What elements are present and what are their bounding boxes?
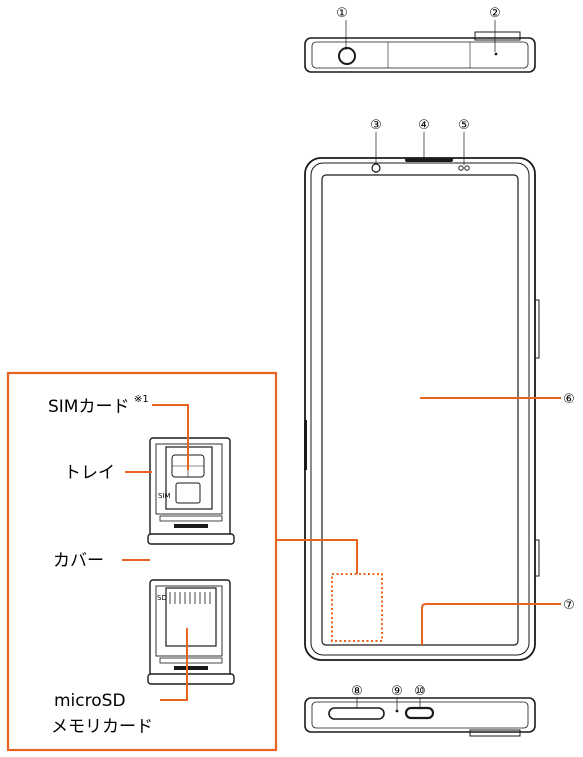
- label-tray: トレイ: [64, 463, 115, 483]
- callout-3: ③: [370, 118, 382, 133]
- front-camera-icon: [371, 163, 381, 173]
- callout-10: ⑩: [414, 684, 426, 699]
- tray-cover: [147, 533, 235, 545]
- callout-line-7: [421, 603, 561, 645]
- headphone-jack-icon: [338, 47, 356, 65]
- front-view: [304, 157, 561, 661]
- top-mic-icon: [494, 52, 498, 56]
- callout-5: ⑤: [458, 118, 470, 133]
- callout-8: ⑧: [351, 684, 363, 699]
- tray-marking-sim: SIM: [158, 492, 171, 500]
- inset-frame: [6, 371, 278, 752]
- microsd-card-icon: [165, 587, 217, 647]
- display-screen: [321, 174, 519, 646]
- label-sim-note: ※1: [134, 394, 149, 405]
- sim-tray-drawing: SIM: [147, 437, 235, 545]
- label-cover: カバー: [53, 551, 104, 571]
- leader-sim-card: [152, 404, 189, 470]
- side-button: [534, 299, 540, 359]
- side-key: [534, 539, 540, 577]
- card-tray-slot: [328, 707, 385, 720]
- callout-7: ⑦: [563, 598, 575, 613]
- proximity-sensor-icon: [464, 165, 470, 171]
- label-sim-card: SIMカード: [48, 397, 129, 417]
- earpiece-speaker: [405, 158, 453, 162]
- top-edge-view: [304, 31, 536, 73]
- leader-microsd: [160, 628, 188, 701]
- bottom-mic-icon: [395, 709, 399, 713]
- label-microsd-line2: メモリカード: [51, 717, 153, 737]
- usb-port: [404, 706, 435, 720]
- callout-1: ①: [336, 6, 348, 21]
- card-tray-inset: SIM SD SIMカ: [6, 371, 358, 752]
- callout-4: ④: [418, 118, 430, 133]
- label-microsd-line1: microSD: [54, 691, 126, 711]
- callout-markers: ① ② ③ ④ ⑤ ⑥ ⑦ ⑧ ⑨ ⑩: [336, 6, 575, 710]
- callout-2: ②: [489, 6, 501, 21]
- microsd-tray-drawing: SD: [147, 579, 235, 685]
- inset-connector: [276, 539, 358, 574]
- tray-marking-sd: SD: [157, 594, 167, 602]
- callout-6: ⑥: [563, 392, 575, 407]
- callout-9: ⑨: [391, 684, 403, 699]
